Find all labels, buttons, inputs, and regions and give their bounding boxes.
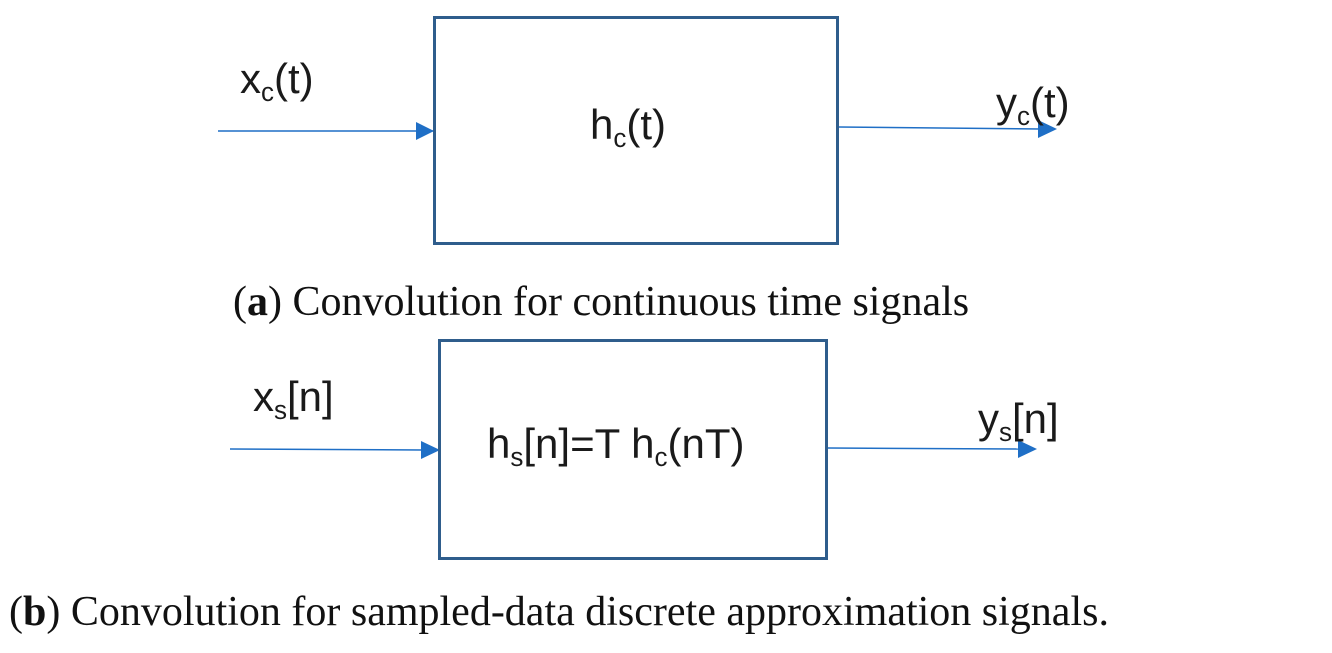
caption-b: (b) Convolution for sampled-data discret… — [9, 589, 1109, 635]
output-arrow-b — [827, 447, 1021, 450]
block-label-a: hc(t) — [590, 101, 667, 154]
input-label-b: xs[n] — [253, 373, 334, 426]
system-block-b — [438, 339, 828, 560]
input-label-a: xc(t) — [240, 55, 314, 108]
output-label-a: yc(t) — [996, 79, 1070, 132]
output-arrowhead-a — [1038, 120, 1057, 138]
input-arrowhead-b — [421, 441, 440, 459]
output-label-b: ys[n] — [978, 395, 1059, 448]
input-arrow-b — [229, 448, 424, 451]
input-arrowhead-a — [416, 122, 434, 140]
caption-a: (a) Convolution for continuous time sign… — [233, 279, 970, 325]
block-label-b: hs[n]=T hc(nT) — [487, 420, 745, 473]
output-arrowhead-b — [1018, 440, 1037, 458]
output-arrow-a — [838, 126, 1041, 130]
system-block-a — [433, 16, 839, 245]
